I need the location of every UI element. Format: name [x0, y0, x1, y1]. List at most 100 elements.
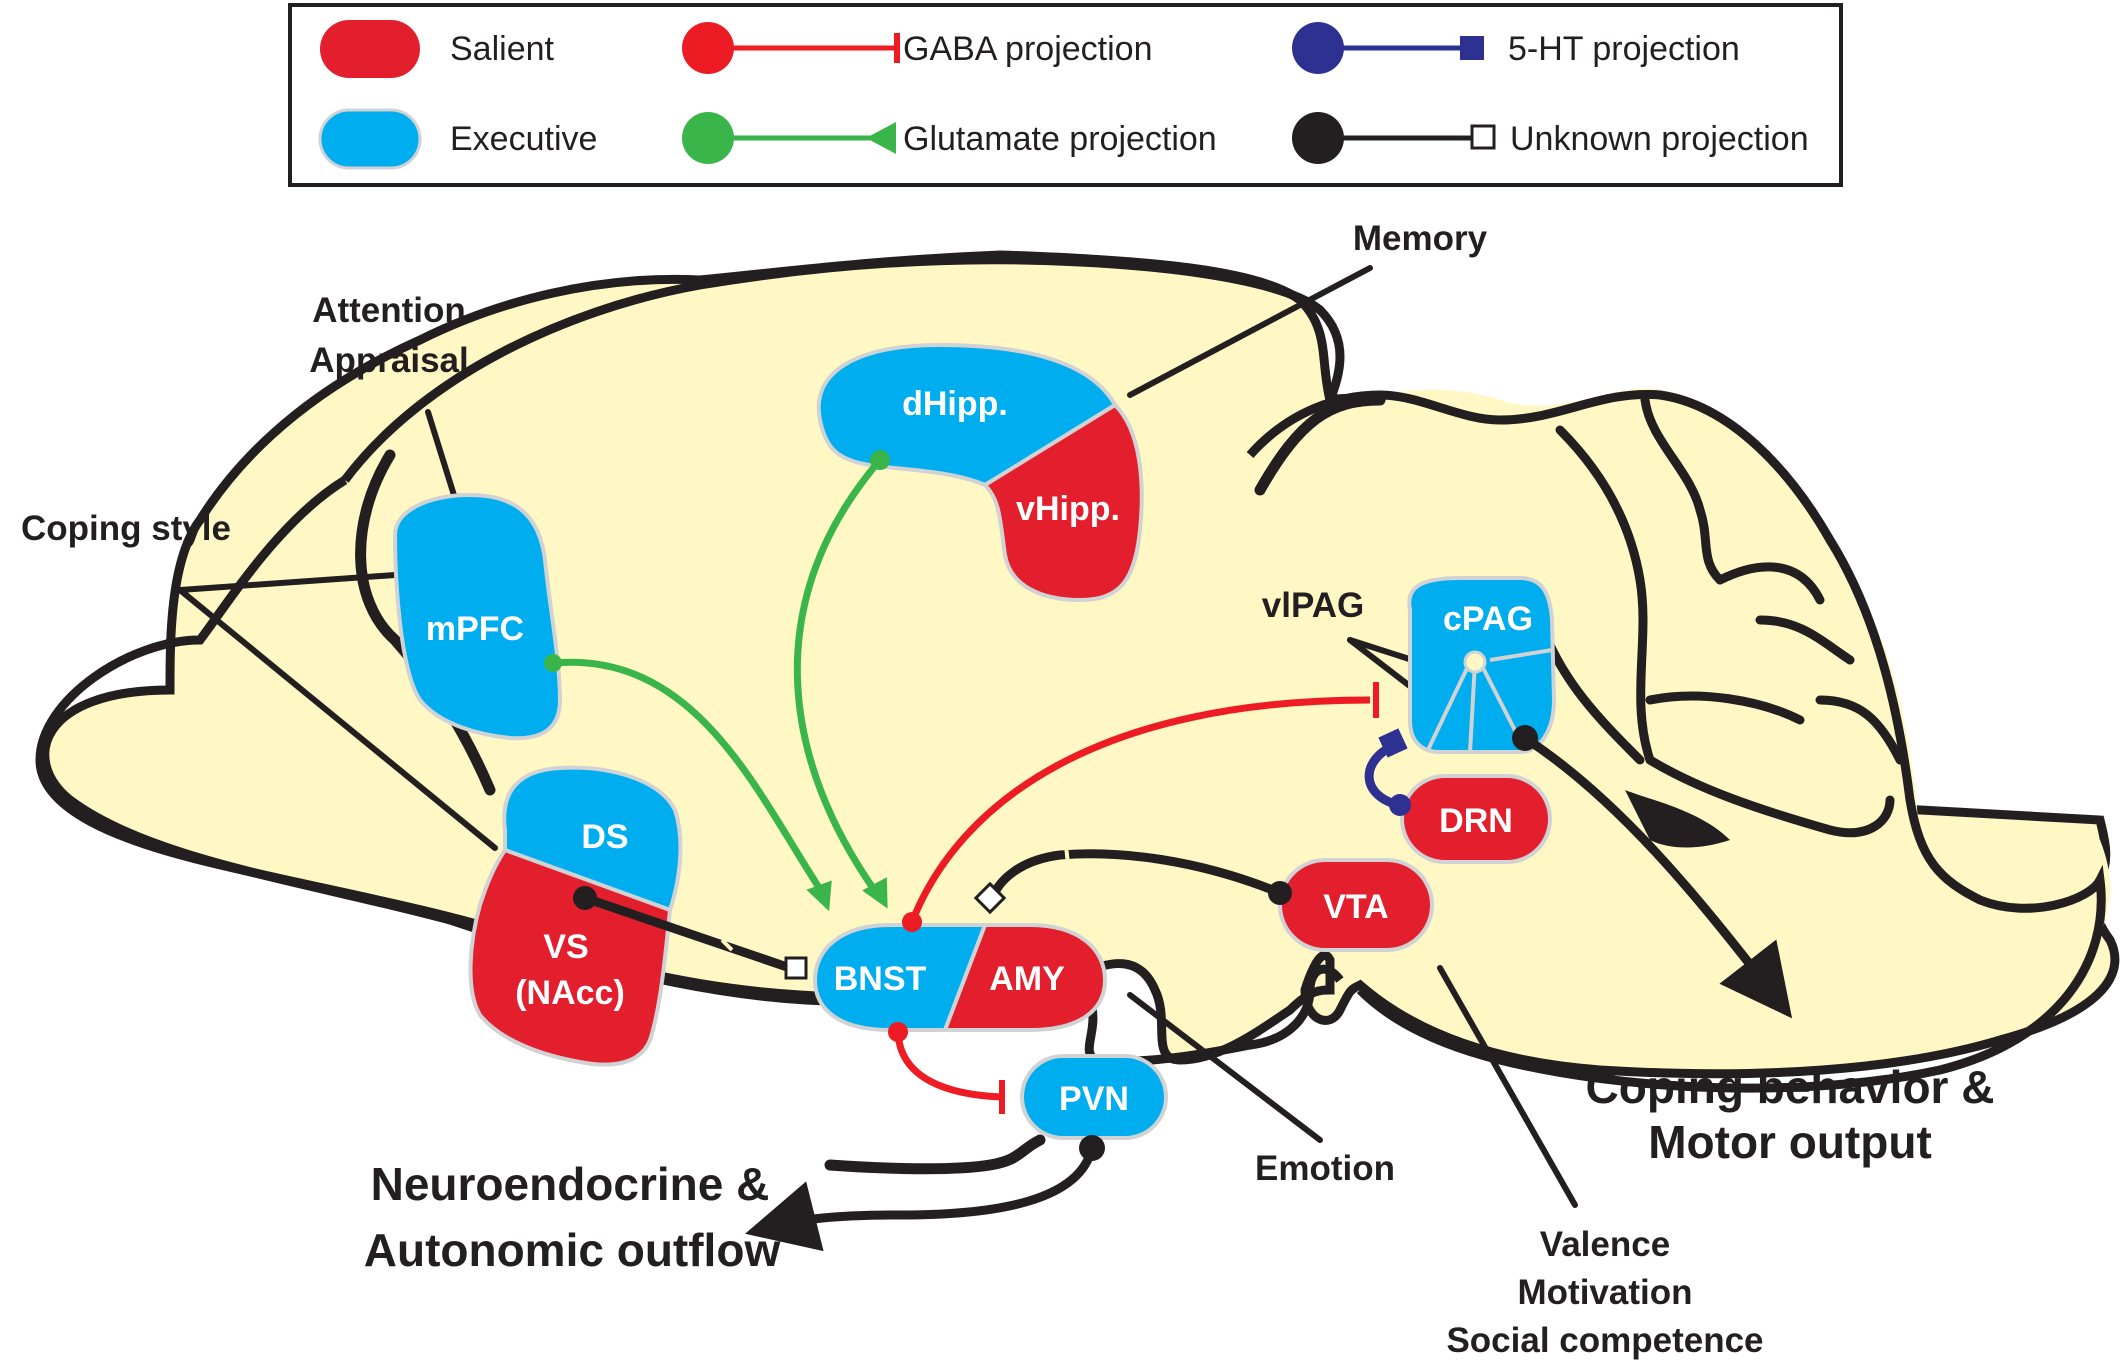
legend-unknown: Unknown projection — [1292, 112, 1809, 164]
neuroendocrine-label-1: Neuroendocrine & — [371, 1158, 770, 1210]
dhipp-bnst-glutamate — [793, 457, 883, 901]
cerebellar-folium-2 — [1555, 425, 1655, 765]
bnst-region — [812, 923, 988, 1032]
function-labels: Memory Attention Appraisal Coping style … — [21, 219, 1994, 1360]
drn-region — [1400, 774, 1552, 864]
vta-unknown-origin — [1268, 881, 1292, 905]
vta-label: VTA — [1323, 888, 1388, 926]
cerebellar-folium-4 — [1755, 615, 1855, 665]
mpfc-glutamate-terminal — [806, 880, 832, 912]
legend-glutamate-label: Glutamate projection — [903, 120, 1217, 158]
glutamate-terminal-triangle — [866, 122, 896, 154]
olfactory-sulcus — [355, 449, 496, 796]
vs-unknown-terminal — [784, 956, 808, 980]
emotion-label: Emotion — [1255, 1149, 1395, 1188]
vs-label: VS — [543, 928, 588, 966]
serotonin-terminal-square — [1460, 36, 1484, 60]
vs-unknown-gap — [720, 938, 734, 952]
appraisal-label: Appraisal — [309, 341, 469, 380]
memory-leader — [1127, 265, 1373, 398]
mpfc-bnst-glutamate — [552, 658, 830, 902]
legend-gaba-label: GABA projection — [903, 30, 1152, 68]
cerebellum — [1330, 388, 2111, 935]
coping-behavior-label-1: Coping behavior & — [1586, 1061, 1995, 1113]
bnst-pvn-gaba — [894, 1031, 1003, 1101]
vs-region — [468, 847, 673, 1067]
dhipp-label: dHipp. — [902, 385, 1008, 423]
mpfc-region — [392, 492, 563, 741]
cerebellum-outline — [1246, 389, 2106, 1093]
vta-unknown-terminal — [973, 881, 1007, 915]
glutamate-origin-dot — [682, 112, 734, 164]
attention-leader — [425, 409, 461, 511]
brainstem-contour — [1094, 964, 1344, 1066]
drn-serotonin-terminal — [1378, 728, 1408, 758]
regions — [392, 342, 1557, 1140]
vlpag-divider-1 — [1425, 661, 1472, 753]
legend-salient: Salient — [320, 20, 555, 78]
vlpag-divider-4 — [1489, 648, 1553, 662]
valence-leader — [1437, 965, 1578, 1208]
midbrain-fold — [1254, 394, 1386, 496]
pvn-label: PVN — [1059, 1080, 1129, 1118]
drn-label: DRN — [1439, 802, 1513, 840]
motivation-label: Motivation — [1518, 1273, 1693, 1312]
salient-swatch — [320, 20, 420, 78]
vhipp-label: vHipp. — [1016, 490, 1120, 528]
serotonin-origin-dot — [1292, 22, 1344, 74]
cortex-top-contour — [341, 255, 1345, 483]
legend-gaba: GABA projection — [682, 22, 1152, 74]
cerebellar-folium-3 — [1715, 562, 1825, 605]
bnst-gaba-origin — [902, 912, 922, 932]
region-labels: mPFC dHipp. vHipp. DS VS (NAcc) BNST AMY… — [426, 385, 1533, 1118]
bnst-label: BNST — [834, 960, 927, 998]
amy-region — [942, 923, 1108, 1032]
pvn-endocrine-origin — [1079, 1135, 1105, 1161]
bnst-vlpag-gaba — [908, 696, 1371, 924]
leader-lines — [177, 265, 1578, 1208]
executive-swatch — [318, 108, 422, 170]
vs-unknown-origin — [573, 886, 597, 910]
legend: Salient Executive GABA projection Glutam… — [288, 3, 1843, 187]
aqueduct — [1463, 650, 1487, 674]
coping-style-leader-1 — [177, 572, 398, 593]
vhipp-region — [981, 402, 1144, 603]
legend-serotonin-label: 5-HT projection — [1508, 30, 1740, 68]
cpag-label: cPAG — [1443, 600, 1533, 638]
mpfc-label: mPFC — [426, 610, 524, 648]
pag-motor-origin — [1512, 725, 1538, 751]
attention-label: Attention — [312, 291, 466, 330]
cerebellar-folium-1 — [1640, 395, 1725, 585]
vta-amy-unknown — [988, 849, 1282, 898]
legend-serotonin: 5-HT projection — [1292, 22, 1740, 74]
amy-label: AMY — [989, 960, 1065, 998]
rhinal-fold — [824, 1134, 1046, 1175]
dhipp-glutamate-terminal — [862, 877, 888, 909]
cerebellar-folium-7 — [1645, 755, 1895, 838]
cerebellar-white-matter — [1625, 790, 1730, 848]
ds-label: DS — [581, 818, 628, 856]
legend-salient-label: Salient — [450, 30, 555, 68]
legend-glutamate: Glutamate projection — [682, 112, 1217, 164]
ds-region — [502, 765, 683, 913]
valence-label: Valence — [1540, 1225, 1670, 1264]
vta-unknown-gap — [1064, 845, 1070, 865]
cerebellar-folium-5 — [1645, 691, 1805, 725]
memory-label: Memory — [1353, 219, 1488, 258]
nacc-label: (NAcc) — [515, 974, 625, 1012]
bnst-pvn-origin — [888, 1022, 908, 1042]
social-competence-label: Social competence — [1446, 1321, 1763, 1360]
olfactory-contour — [35, 476, 562, 955]
dhipp-glutamate-origin — [870, 450, 890, 470]
emotion-leader — [1127, 992, 1323, 1143]
neuroendocrine-label-2: Autonomic outflow — [364, 1224, 781, 1276]
coping-style-leader-2 — [177, 587, 498, 851]
vlpag-divider-2 — [1468, 661, 1477, 753]
unknown-terminal-square — [1470, 124, 1496, 150]
legend-executive: Executive — [318, 108, 597, 170]
vs-bnst-unknown — [583, 893, 792, 973]
legend-frame — [288, 3, 1843, 187]
projections — [544, 450, 1793, 1252]
coping-style-label: Coping style — [21, 509, 231, 548]
